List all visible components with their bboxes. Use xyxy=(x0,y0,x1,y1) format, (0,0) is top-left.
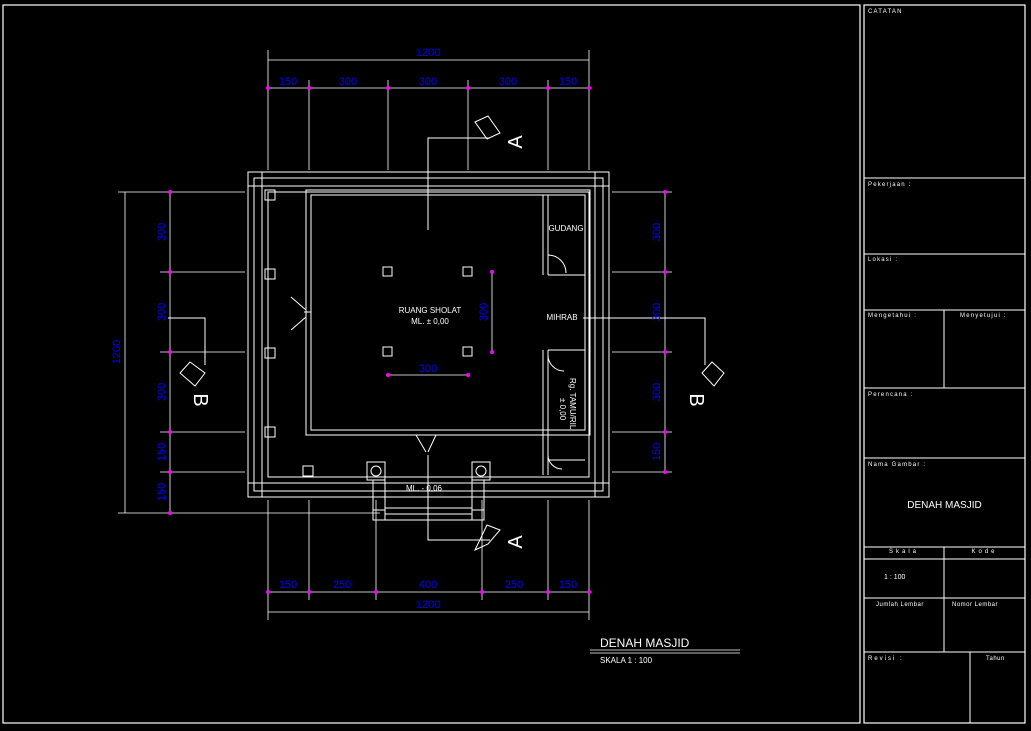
dim-left-total: 1200 xyxy=(111,340,123,364)
dim-top-3: 300 xyxy=(419,76,437,88)
plan-title: DENAH MASJID xyxy=(600,636,690,650)
room-tamu-label: Rg. TAMU/RIL xyxy=(568,378,577,430)
dim-bottom-2: 250 xyxy=(333,579,351,591)
dim-right-3: 300 xyxy=(651,383,663,401)
dim-top-5: 150 xyxy=(559,76,577,88)
drawing-name: DENAH MASJID xyxy=(907,500,982,511)
prayer-hall-walls xyxy=(290,189,591,475)
room-storage-label: GUDANG xyxy=(548,224,583,233)
section-lines xyxy=(168,115,725,552)
title-block-border xyxy=(863,4,1026,724)
jumlah-lembar-label: Jumlah Lembar xyxy=(876,602,924,608)
dim-left-2: 300 xyxy=(156,303,168,321)
tahun-label: Tahun xyxy=(986,656,1005,662)
dim-inner-h: 300 xyxy=(419,363,437,375)
perencana-label: Perencana : xyxy=(868,392,914,398)
room-mihrab-label: MIHRAB xyxy=(546,313,577,322)
section-b-right: B xyxy=(685,393,707,406)
section-a-top: A xyxy=(505,135,527,149)
dim-bottom-total: 1200 xyxy=(416,599,440,611)
skala-label: Skala xyxy=(888,549,919,555)
dim-bottom-5: 150 xyxy=(559,579,577,591)
dim-left-5: 150 xyxy=(156,483,168,501)
section-b-left: B xyxy=(189,393,211,406)
room-labels: RUANG SHOLAT ML. ± 0,00 GUDANG MIHRAB Rg… xyxy=(399,224,584,493)
dim-left-3: 300 xyxy=(156,383,168,401)
pekerjaan-label: Pekerjaan : xyxy=(868,182,912,188)
lokasi-label: Lokasi : xyxy=(868,257,899,263)
drawing-border xyxy=(2,4,861,724)
section-markers: A A B B xyxy=(189,135,707,549)
room-tamu-level: ± 0,00 xyxy=(558,398,567,421)
dim-bottom-3: 400 xyxy=(419,579,437,591)
dimension-ticks xyxy=(168,86,667,594)
dim-left-4: 150 xyxy=(156,443,168,461)
nama-gambar-label: Nama Gambar : xyxy=(868,462,927,468)
dim-bottom-1: 150 xyxy=(279,579,297,591)
dim-top-total: 1200 xyxy=(416,47,440,59)
dim-top-1: 150 xyxy=(279,76,297,88)
plan-scale: SKALA 1 : 100 xyxy=(600,656,653,665)
dim-top-2: 300 xyxy=(339,76,357,88)
section-a-bottom: A xyxy=(505,535,527,549)
nomor-lembar-label: Nomor Lembar xyxy=(952,602,999,608)
dimension-lines xyxy=(118,50,740,654)
title-block-grid xyxy=(864,177,1025,723)
dim-top-4: 300 xyxy=(499,76,517,88)
entry-level-label: ML. - 0,06 xyxy=(406,484,443,493)
dim-right-2: 300 xyxy=(651,303,663,321)
dim-right-1: 300 xyxy=(651,223,663,241)
room-main-level: ML. ± 0,00 xyxy=(411,317,449,326)
menyetujui-label: Menyetujui : xyxy=(960,313,1007,319)
revisi-label: Revisi : xyxy=(868,656,904,662)
room-main-label: RUANG SHOLAT xyxy=(399,306,462,315)
dim-inner-v: 300 xyxy=(478,303,490,321)
catatan-label: CATATAN xyxy=(868,9,903,15)
dim-bottom-4: 250 xyxy=(505,579,523,591)
dim-left-1: 300 xyxy=(156,223,168,241)
mengetahui-label: Mengetahui : xyxy=(868,313,918,319)
skala-value: 1 : 100 xyxy=(884,574,906,581)
dim-right-4: 150 xyxy=(651,443,663,461)
columns xyxy=(264,189,491,521)
kode-label: Kode xyxy=(971,549,998,555)
dimension-labels: 1200 150 300 300 300 150 150 250 400 250… xyxy=(111,47,663,611)
